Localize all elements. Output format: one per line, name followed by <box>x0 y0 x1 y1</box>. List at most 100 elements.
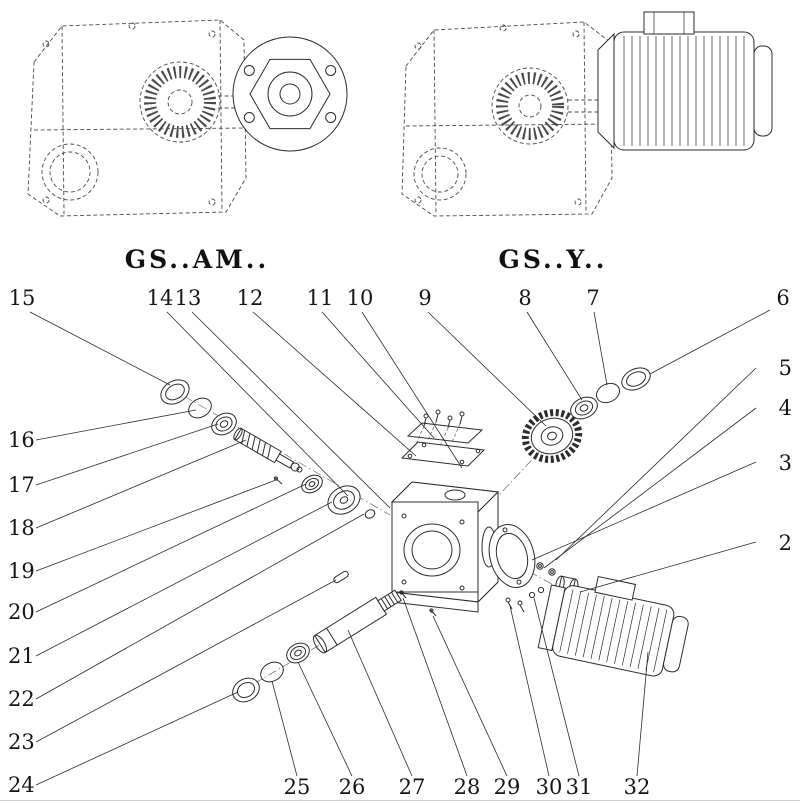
screw-28 <box>399 590 407 599</box>
leader-29 <box>432 615 508 777</box>
input-bore-outline-y <box>491 67 569 145</box>
leader-15 <box>29 311 171 386</box>
bolts-30 <box>505 597 525 613</box>
callout-29: 29 <box>494 775 521 799</box>
callout-25: 25 <box>284 775 311 799</box>
leader-9 <box>427 311 547 427</box>
bearing-17 <box>211 412 237 436</box>
motor-cooling-fins <box>623 36 745 146</box>
pin-29 <box>429 608 437 617</box>
motor-side-train <box>488 524 689 677</box>
leader-10 <box>361 311 463 469</box>
gear-housing <box>390 481 500 613</box>
helical-gear-9 <box>521 409 583 463</box>
gearbox-y-figure: GS..Y.. <box>401 11 773 274</box>
input-spline-teeth-y <box>496 72 564 140</box>
output-shaft-train <box>232 570 437 703</box>
leader-7 <box>593 311 608 386</box>
leader-14 <box>166 311 349 497</box>
callout-9: 9 <box>418 286 431 310</box>
leader-24 <box>35 691 239 786</box>
leader-17 <box>35 423 219 486</box>
oil-seal-15 <box>160 379 190 405</box>
leader-31 <box>533 597 580 777</box>
leader-19 <box>35 479 277 572</box>
callout-6: 6 <box>776 286 789 310</box>
callout-10: 10 <box>347 286 374 310</box>
callout-11: 11 <box>307 286 334 310</box>
callout-18: 18 <box>8 516 35 540</box>
input-shaft-train <box>160 379 376 519</box>
leader-20 <box>35 483 307 613</box>
leader-32 <box>636 651 649 777</box>
leader-8 <box>526 311 583 401</box>
motor32-fins <box>559 589 668 673</box>
callout-21: 21 <box>8 644 35 668</box>
axis-line-output <box>239 564 456 693</box>
callout-7: 7 <box>586 286 599 310</box>
bearing-26 <box>286 642 310 664</box>
washer-4 <box>536 562 544 570</box>
leader-6 <box>649 309 771 375</box>
snap-ring-25 <box>260 661 284 683</box>
snap-ring-7 <box>595 382 621 404</box>
gearbox-am-figure: GS..AM.. <box>27 19 348 274</box>
callout-4: 4 <box>779 396 792 420</box>
gearbox-y-housing <box>401 21 613 217</box>
leader-16 <box>35 409 197 441</box>
seal-ring-6 <box>621 367 651 391</box>
cover-gasket <box>406 422 484 444</box>
leader-12 <box>252 311 417 457</box>
bearing-20 <box>301 474 323 494</box>
washer-5 <box>548 568 556 576</box>
callout-3: 3 <box>779 451 792 475</box>
worm-wheel-21 <box>327 485 361 515</box>
motor-unit-32 <box>537 575 689 677</box>
callout-22: 22 <box>8 687 35 711</box>
callout-12: 12 <box>237 286 264 310</box>
housing-cover-plates <box>400 409 486 467</box>
callout-15: 15 <box>9 286 36 310</box>
callout-labels: 15 14 13 12 11 10 9 8 7 6 16 17 18 19 20… <box>8 286 792 799</box>
caption-gs-y: GS..Y.. <box>499 245 608 274</box>
callout-2: 2 <box>779 531 792 555</box>
callout-23: 23 <box>8 730 35 754</box>
callout-20: 20 <box>8 600 35 624</box>
output-shaft-27 <box>312 589 402 654</box>
callout-26: 26 <box>339 775 366 799</box>
callout-30: 30 <box>536 775 563 799</box>
electric-motor-figure <box>597 11 773 151</box>
gear-train-top-right <box>521 367 651 463</box>
callout-24: 24 <box>8 773 35 797</box>
leader-26 <box>297 661 353 777</box>
leader-11 <box>321 311 435 439</box>
callout-31: 31 <box>566 775 593 799</box>
exploded-view: 15 14 13 12 11 10 9 8 7 6 16 17 18 19 20… <box>8 286 792 799</box>
callout-14: 14 <box>147 286 174 310</box>
callout-27: 27 <box>399 775 426 799</box>
callout-19: 19 <box>8 559 35 583</box>
callout-16: 16 <box>8 428 35 452</box>
snap-ring-16 <box>188 397 212 419</box>
motor-fan-cowl <box>753 45 773 137</box>
callout-8: 8 <box>518 286 531 310</box>
worm-shaft-18 <box>233 427 303 473</box>
leader-28 <box>402 597 468 777</box>
leader-22 <box>35 513 365 700</box>
oil-seal-24 <box>232 677 260 703</box>
leader-30 <box>509 605 550 777</box>
shaft-key-23 <box>333 570 349 584</box>
leader-27 <box>347 629 413 777</box>
bearing-8 <box>570 396 598 420</box>
leader-13 <box>191 311 391 509</box>
leader-5 <box>555 367 757 561</box>
callout-5: 5 <box>779 356 792 380</box>
callout-17: 17 <box>8 473 35 497</box>
motor-terminal-box <box>643 11 695 35</box>
leader-3 <box>531 461 757 561</box>
leader-2 <box>579 541 757 593</box>
washers-31 <box>528 586 545 599</box>
leader-25 <box>271 680 298 777</box>
